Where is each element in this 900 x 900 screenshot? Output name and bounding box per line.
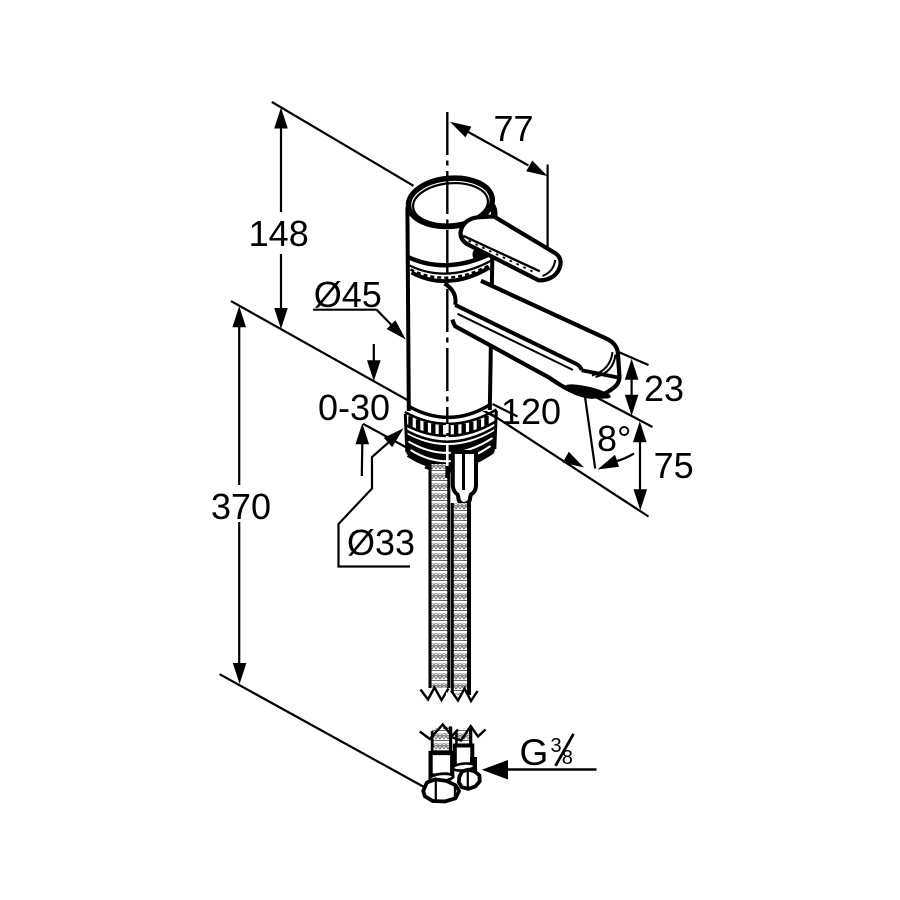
svg-text:8°: 8°	[597, 418, 631, 459]
svg-text:148: 148	[249, 213, 309, 254]
svg-text:G: G	[520, 732, 549, 773]
svg-text:0-30: 0-30	[318, 387, 390, 428]
svg-text:Ø33: Ø33	[347, 522, 415, 563]
svg-text:75: 75	[654, 445, 694, 486]
svg-text:3: 3	[551, 735, 562, 757]
svg-text:120: 120	[501, 391, 561, 432]
svg-text:370: 370	[211, 486, 271, 527]
svg-text:23: 23	[644, 368, 684, 409]
svg-text:8: 8	[562, 747, 573, 769]
svg-text:Ø45: Ø45	[314, 274, 382, 315]
svg-text:77: 77	[493, 108, 533, 149]
